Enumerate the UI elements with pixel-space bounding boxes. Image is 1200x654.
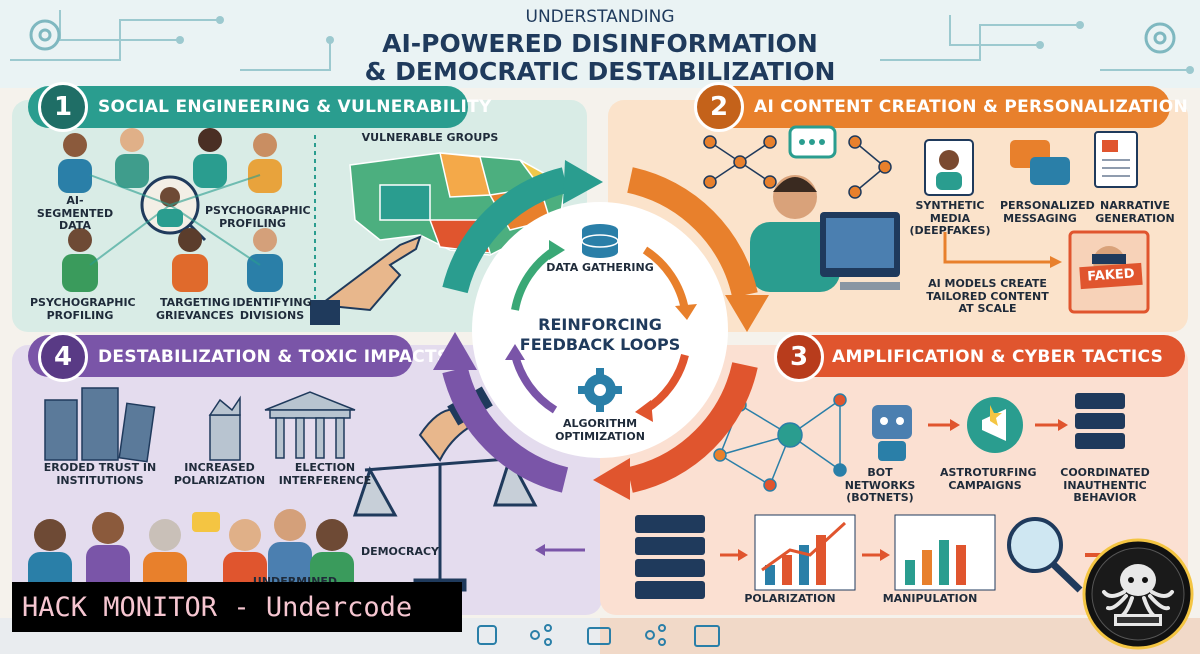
- label-identifying-divisions: IDENTIFYING DIVISIONS: [232, 296, 312, 322]
- faked-stamp: FAKED: [1079, 262, 1143, 290]
- section-3-art: [635, 393, 1128, 599]
- chip-icon: [477, 625, 497, 645]
- header-kicker: UNDERSTANDING: [525, 7, 675, 27]
- page-title-line2: & DEMOCRATIC DESTABILIZATION: [364, 57, 836, 86]
- label-astroturfing: ASTROTURFING CAMPAIGNS: [940, 466, 1037, 492]
- window-icon: [694, 625, 720, 647]
- arrow-right-icon: [1035, 419, 1068, 431]
- section-1-title: SOCIAL ENGINEERING & VULNERABILITY: [98, 97, 492, 117]
- cycle-arrow-purple: [442, 366, 569, 493]
- watermark-bar: [12, 582, 462, 632]
- chat-bubble-icon: [788, 125, 837, 159]
- gear-icon: [29, 19, 1176, 54]
- arrow-right-icon: [720, 549, 748, 561]
- section-3-banner: [790, 335, 1185, 377]
- person-at-computer: [750, 175, 900, 292]
- section-3-title: AMPLIFICATION & CYBER TACTICS: [832, 347, 1164, 367]
- label-increased-polarization: INCREASED POLARIZATION: [173, 461, 266, 487]
- label-psychographic-profiling-bottom: PSYCHOGRAPHIC PROFILING: [30, 296, 136, 322]
- magnifier-icon: [1007, 517, 1083, 593]
- megaphone-icon: [967, 397, 1023, 453]
- cycle-center-line1: REINFORCING: [538, 315, 662, 334]
- cycle-center-line2: FEEDBACK LOOPS: [519, 335, 681, 354]
- label-bot-networks: BOT NETWORKS (BOTNETS): [844, 466, 916, 505]
- robot-icon: [872, 405, 912, 461]
- label-targeting-grievances: TARGETING GRIEVANCES: [155, 296, 235, 322]
- label-eroded-trust: ERODED TRUST IN INSTITUTIONS: [43, 461, 157, 487]
- network-icon: [530, 630, 540, 640]
- cycle-label-algorithm-optimization: ALGORITHM OPTIMIZATION: [555, 417, 645, 443]
- section-4-title: DESTABILIZATION & TOXIC IMPACTS: [98, 347, 450, 367]
- label-polarization: POLARIZATION: [744, 592, 836, 605]
- speech-bubble-icon: [192, 512, 220, 532]
- broken-column-icon: [208, 395, 241, 461]
- label-narrative-generation: NARRATIVE GENERATION: [1095, 199, 1175, 225]
- capitol-icon: [264, 391, 356, 459]
- section-3-number: 3: [774, 332, 824, 382]
- label-ai-models: AI MODELS CREATE TAILORED CONTENT AT SCA…: [926, 277, 1049, 316]
- document-icon: [1094, 131, 1138, 188]
- section-2-title: AI CONTENT CREATION & PERSONALIZATION: [754, 97, 1189, 117]
- bar-chart-icon: [894, 514, 996, 591]
- cycle-label-data-gathering: DATA GATHERING: [546, 261, 654, 274]
- users-icon: [587, 627, 611, 645]
- database-icon: [581, 224, 619, 258]
- feedback-cycle: [433, 160, 769, 500]
- message-bubbles-icon: [1010, 140, 1070, 185]
- neural-network-icon: [703, 135, 777, 189]
- section-1-number: 1: [38, 82, 88, 132]
- octopus-logo-icon: [1082, 538, 1194, 650]
- label-vulnerable-groups: VULNERABLE GROUPS: [361, 131, 499, 144]
- person-icon: [115, 128, 149, 188]
- neural-network-icon: [848, 135, 892, 199]
- cycle-arrow-red: [626, 361, 758, 493]
- person-icon: [248, 133, 282, 193]
- page-title-line1: AI-POWERED DISINFORMATION: [382, 29, 818, 58]
- footer-icons: [477, 624, 720, 647]
- person-icon: [172, 228, 208, 292]
- server-icon: [1075, 393, 1125, 449]
- section-2-banner: [700, 86, 1170, 128]
- label-ai-segmented-data: AI-SEGMENTED DATA: [36, 194, 114, 233]
- label-synthetic-media: SYNTHETIC MEDIA (DEEPFAKES): [909, 199, 991, 238]
- rising-chart-icon: [754, 514, 856, 591]
- share-icon: [645, 630, 655, 640]
- gear-icon: [578, 368, 622, 412]
- cycle-arrow-teal: [442, 167, 569, 294]
- person-icon: [58, 133, 92, 193]
- crumbling-buildings-icon: [44, 387, 156, 463]
- server-stack-icon: [635, 515, 705, 599]
- label-psychographic-profiling-top: PSYCHOGRAPHIC PROFILING: [205, 204, 311, 230]
- label-democracy: DEMOCRACY: [360, 545, 440, 558]
- label-coordinated-behavior: COORDINATED INAUTHENTIC BEHAVIOR: [1060, 466, 1150, 505]
- arrow-right-icon: [862, 549, 890, 561]
- person-icon: [62, 228, 98, 292]
- section-2-number: 2: [694, 82, 744, 132]
- section-1-banner: [28, 86, 468, 128]
- cycle-arrow-orange: [626, 167, 758, 299]
- hand-pointer-icon: [310, 235, 422, 325]
- label-election-interference: ELECTION INTERFERENCE: [278, 461, 372, 487]
- watermark-text: HACK MONITOR - Undercode: [22, 592, 413, 623]
- label-personalized-messaging: PERSONALIZED MESSAGING: [1000, 199, 1095, 225]
- arrow-right-icon: [928, 419, 960, 431]
- person-icon: [193, 128, 227, 188]
- section-4-banner: [28, 335, 413, 377]
- portrait-frame-icon: [924, 139, 974, 196]
- label-manipulation: MANIPULATION: [882, 592, 978, 605]
- section-4-number: 4: [38, 332, 88, 382]
